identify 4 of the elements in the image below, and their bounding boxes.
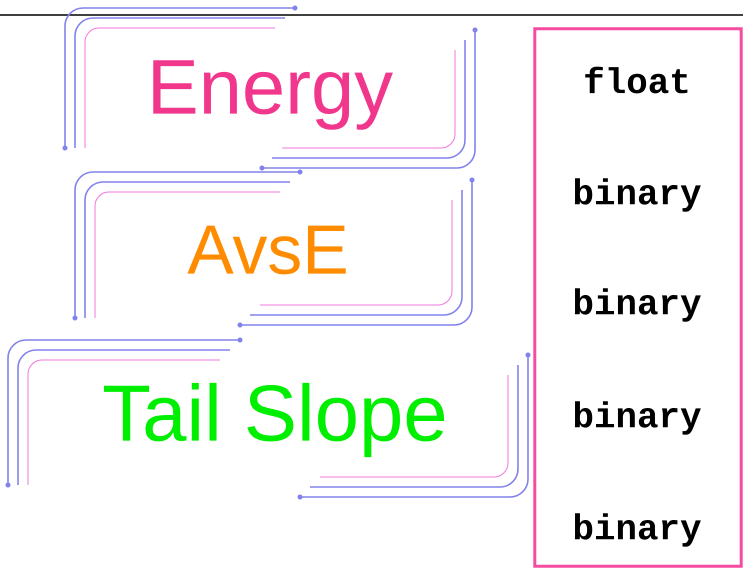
word-label: Energy bbox=[153, 60, 393, 130]
word-label: AvsE bbox=[187, 226, 346, 274]
type-list-box: float binary binary binary binary bbox=[533, 27, 743, 568]
word-label: Tail Slope bbox=[104, 382, 444, 458]
